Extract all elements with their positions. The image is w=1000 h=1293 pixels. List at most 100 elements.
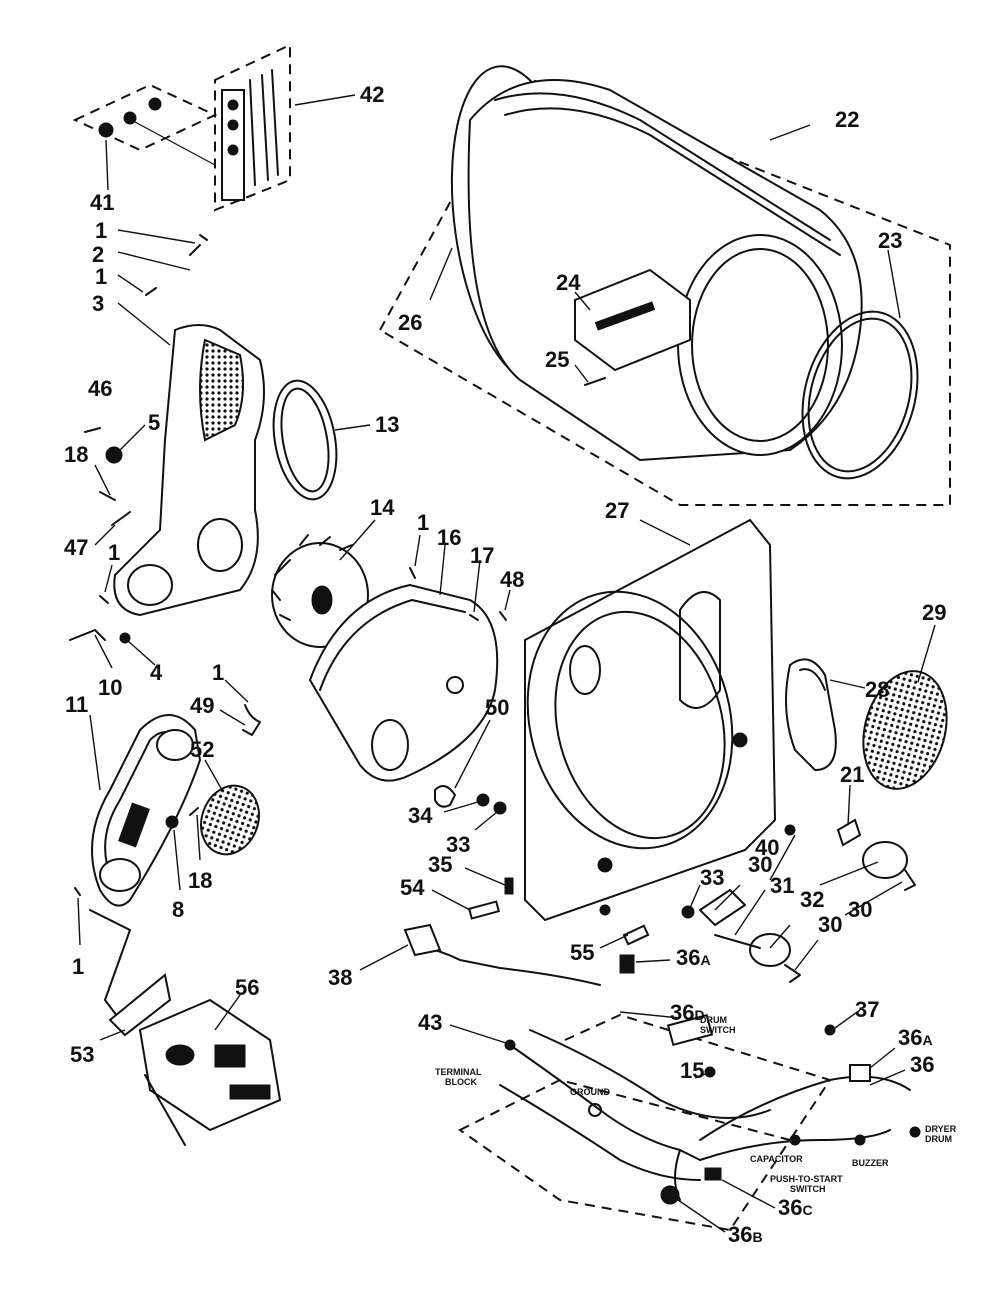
wheel-blades [271,534,353,621]
nut-34 [476,793,490,807]
capacitor-label: CAPACITOR [750,1154,803,1164]
leader-3 [117,302,171,346]
bracket-49 [242,704,261,736]
leader-54 [431,889,471,911]
leader-48 [504,589,511,611]
leader-55 [599,934,629,949]
callout-55: 55 [570,940,594,965]
leader-28 [829,679,866,689]
callout-1: 1 [417,510,429,535]
rear-bulkhead-27 [524,518,777,922]
bracket-53 [108,973,172,1037]
bracket-54 [467,900,501,920]
callout-30: 30 [848,897,872,922]
callout-36d-suffix: D [694,1007,704,1023]
drum-inner-rim [691,248,829,442]
callout-34: 34 [408,803,433,828]
wiring-harness-group [403,923,921,1232]
callout-33: 33 [700,865,724,890]
leader-27 [639,519,691,546]
blower-seal-13 [272,379,338,501]
screw-18-belt [189,807,199,816]
bulkhead-oval-opening [679,591,721,709]
callout-17: 17 [470,543,494,568]
fastener-leader [134,121,216,166]
dryer-drum-label: DRYER [925,1124,957,1134]
clamp-50 [434,785,456,808]
buzzer-terminal [854,1134,866,1146]
leader-36c [721,1179,776,1209]
blower-housing-group [84,234,338,617]
callout-31: 31 [770,873,794,898]
callout-1: 1 [108,540,120,565]
clip-5 [105,446,123,464]
motor-base-group [89,909,282,1146]
callout-2: 2 [92,242,104,267]
callout-36c-number: 36 [778,1195,802,1220]
leader-30b [714,884,741,911]
callout-48: 48 [500,567,524,592]
callout-10: 10 [98,675,122,700]
callout-29: 29 [922,600,946,625]
callout-1: 1 [72,954,84,979]
nut-41c [148,97,162,111]
screw-46 [84,427,101,433]
leader-32a [819,861,879,886]
motor-pulley [165,1044,195,1066]
leader-36b [677,1199,726,1233]
leader-17 [473,559,481,613]
harness-connector-36b [660,1185,680,1205]
leader-16 [439,544,446,596]
pulley-lower [99,858,141,892]
leader-8 [173,829,181,891]
screw-1-top2 [199,234,208,241]
plug-35 [504,877,514,895]
ground-label: GROUND [570,1087,610,1097]
leader-30a [844,881,903,916]
leader-43 [449,1024,507,1044]
small-fasteners-group [467,793,695,974]
leader-1e [224,679,249,703]
housing-hole [446,676,464,694]
housing-port [371,719,409,771]
callout-21: 21 [840,762,864,787]
bulkhead-ring-inner [554,610,726,840]
leader-33a [474,811,498,831]
callout-27: 27 [605,498,629,523]
leader-21 [847,784,851,826]
leader-18a [94,464,111,496]
seal-28-rim [799,668,826,691]
callout-28: 28 [865,677,889,702]
drum-baffle-24 [574,268,691,372]
callout-38a: 36A [676,945,711,970]
nut-41 [98,122,114,138]
harness-dashed-box-2 [564,1013,832,1141]
callout-36c: 36C [778,1195,813,1220]
harness-wire [509,1044,701,1161]
leader-30c [794,939,819,971]
terminal-block-label: TERMINAL [435,1067,482,1077]
harness-connector-36c [704,1167,722,1181]
leader-34 [443,801,479,813]
callout-54: 54 [400,875,425,900]
leader-42 [294,94,356,106]
leader-1b [117,274,144,293]
callout-47: 47 [64,535,88,560]
screw-1-top [145,287,157,296]
callout-16: 16 [437,525,461,550]
screw-48 [499,611,507,621]
bolt-2 [189,244,201,256]
harness-connector-36d [666,1013,714,1047]
leader-49 [219,709,246,726]
callout-36b-number: 36 [728,1222,752,1247]
screw-18 [99,491,116,501]
leader-26 [429,247,453,301]
belt-housing-rim [319,599,466,691]
screw-1-belt [74,887,81,896]
callout-38a-suffix: A [700,952,710,968]
screw-47 [111,511,131,526]
callout-36: 36 [910,1052,934,1077]
callout-26: 26 [398,310,422,335]
nut-41b [123,111,137,125]
